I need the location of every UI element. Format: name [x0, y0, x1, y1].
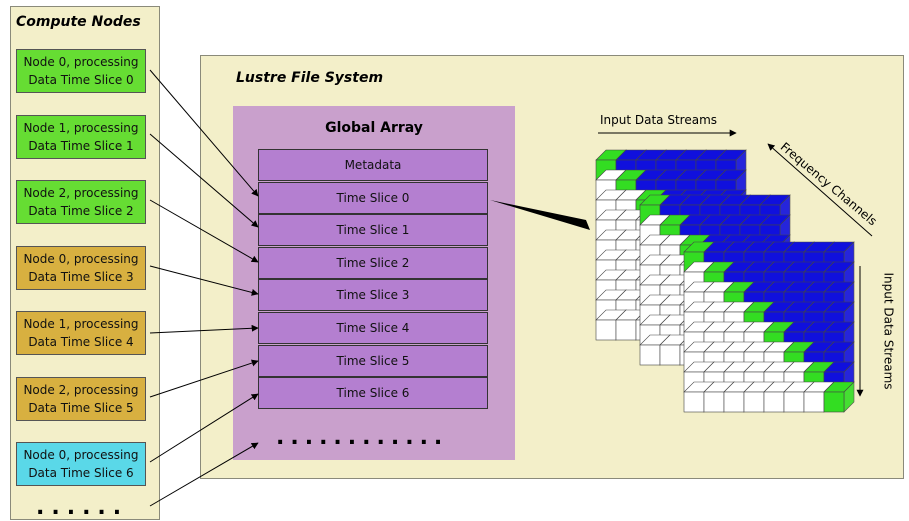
node-to-slice-arrow [149, 393, 259, 463]
compute-node-line1: Node 1, processing [23, 120, 139, 135]
time-slice-row: Time Slice 5 [258, 344, 488, 377]
compute-node-line2: Data Time Slice 1 [28, 138, 134, 153]
time-slice-row: Time Slice 3 [258, 279, 488, 312]
data-cube-layer [683, 241, 855, 413]
node-to-slice-arrow [149, 69, 259, 197]
compute-node-line1: Node 1, processing [23, 317, 139, 331]
node-to-slice-arrow [149, 359, 259, 398]
zoom-wedge [490, 200, 590, 230]
lustre-title: Lustre File System [236, 70, 384, 86]
compute-node-line2: Data Time Slice 3 [28, 269, 134, 284]
compute-node-line1: Node 0, processing [23, 251, 139, 266]
compute-node-line1: Node 0, processing [23, 55, 139, 69]
compute-node-line2: Data Time Slice 4 [28, 335, 134, 349]
compute-node-line2: Data Time Slice 6 [28, 466, 134, 480]
compute-node-line2: Data Time Slice 2 [28, 204, 134, 218]
node-to-slice-arrow [149, 133, 259, 228]
metadata-row: Metadata [258, 149, 488, 181]
compute-nodes-title: Compute Nodes [16, 14, 141, 30]
compute-node-line1: Node 2, processing [23, 382, 139, 397]
compute-nodes-more: ...... [36, 495, 129, 520]
time-slice-row: Time Slice 1 [258, 214, 488, 247]
time-slice-row: Time Slice 2 [258, 246, 488, 279]
frequency-channels-arrow [767, 143, 873, 237]
time-slice-row: Time Slice 0 [258, 181, 488, 214]
global-array-title: Global Array [325, 120, 423, 136]
node-to-slice-arrow [149, 324, 259, 334]
global-array-more: ............ [276, 425, 449, 450]
compute-node-line2: Data Time Slice 0 [28, 73, 134, 87]
node-to-slice-arrow [149, 442, 259, 507]
node-to-slice-arrow [149, 265, 259, 296]
time-slice-row: Time Slice 6 [258, 377, 488, 410]
input-streams-top-label: Input Data Streams [600, 113, 718, 127]
compute-node-line1: Node 0, processing [23, 448, 139, 462]
compute-node-line1: Node 2, processing [23, 186, 139, 200]
compute-node-line2: Data Time Slice 5 [28, 400, 134, 415]
time-slice-row: Time Slice 4 [258, 312, 488, 344]
node-to-slice-arrow [149, 199, 259, 263]
